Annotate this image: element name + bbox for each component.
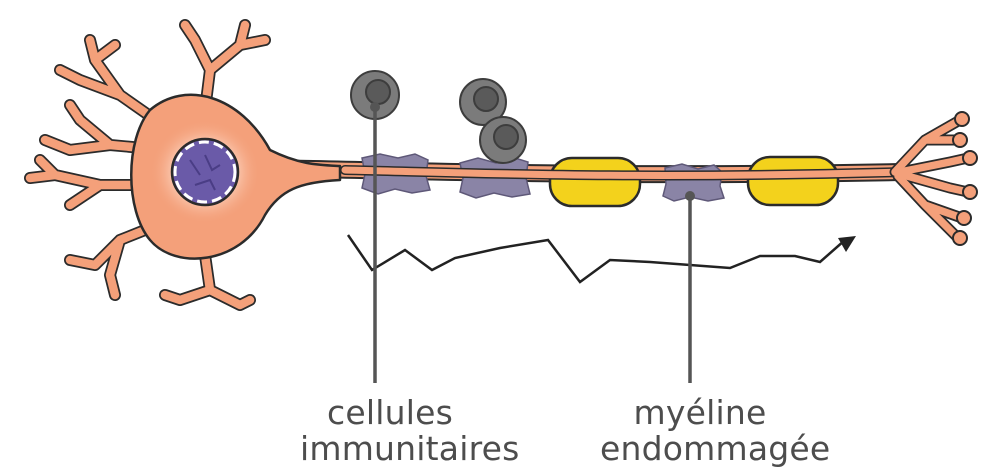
damaged-myelin-label: myéline endommagée: [600, 393, 831, 468]
immune-cells-label: cellules immunitaires: [300, 393, 520, 468]
axon-core: [340, 165, 910, 181]
immune-cell: [479, 116, 527, 164]
immune-cells-label-line2: immunitaires: [300, 429, 520, 468]
damaged-myelin-label-line2: endommagée: [600, 429, 831, 468]
zigzag-arrow-icon: [346, 234, 856, 284]
damaged-myelin-label-line1: myéline: [633, 393, 767, 432]
immune-cells-label-line1: cellules: [327, 393, 453, 432]
nucleus: [170, 137, 240, 207]
immune-cells: [350, 70, 527, 164]
pointer-dots: [370, 102, 695, 201]
immune-cell: [459, 78, 507, 126]
axon-terminals: [889, 111, 978, 246]
pointer-lines: [373, 107, 692, 383]
dendrites: [24, 19, 271, 311]
immune-cell: [350, 70, 400, 120]
